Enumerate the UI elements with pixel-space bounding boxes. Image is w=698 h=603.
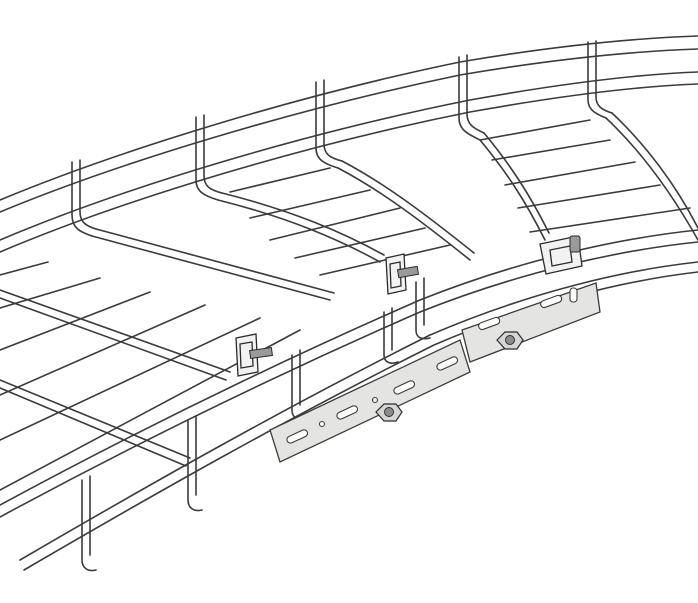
- plate-slot: [436, 356, 459, 371]
- left-tray-floor: [0, 228, 335, 491]
- splice-plate-upper: [461, 282, 601, 363]
- bolt-icon: [248, 346, 274, 360]
- plate-slot: [336, 405, 359, 420]
- far-uprights: [71, 40, 613, 237]
- near-uprights: [81, 277, 431, 572]
- bolt-icon: [569, 235, 581, 253]
- plate-slot: [478, 316, 501, 331]
- plate-slot: [393, 380, 416, 395]
- far-side-rail: [0, 35, 698, 253]
- plate-slot: [540, 294, 563, 309]
- hex-nut-upper: [496, 331, 524, 350]
- plate-slot: [569, 287, 578, 303]
- plate-slot: [286, 429, 309, 444]
- hex-nut-lower: [375, 403, 403, 422]
- bolt-icon: [396, 265, 420, 279]
- clamp-clip-right: [539, 235, 583, 275]
- near-side-rail: [0, 229, 698, 571]
- clamp-clip-middle: [385, 253, 420, 295]
- splice-plate-lower: [269, 339, 471, 463]
- curved-tray-floor: [217, 112, 698, 276]
- clamp-clip-left: [235, 333, 274, 377]
